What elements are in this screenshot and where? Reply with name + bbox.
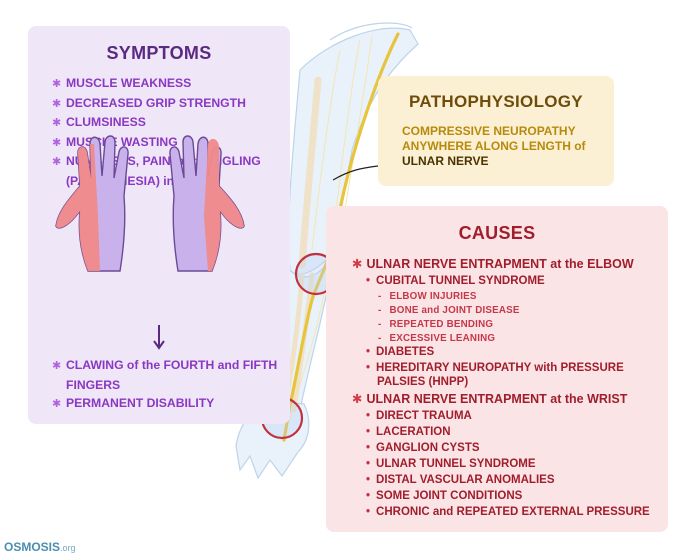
pathophysiology-text: COMPRESSIVE NEUROPATHY ANYWHERE ALONG LE… (402, 124, 602, 169)
list-item: •LACERATION (366, 426, 451, 438)
causes-title: CAUSES (458, 223, 536, 243)
list-item: ✱CLAWING of the FOURTH and FIFTH FINGERS (52, 358, 278, 392)
asterisk-icon: ✱ (352, 257, 363, 271)
list-item: •HEREDITARY NEUROPATHY with PRESSURE (366, 362, 624, 374)
arrow-down-icon (153, 325, 165, 350)
ulnar-nerve-label: ULNAR NERVE (402, 154, 489, 168)
asterisk-icon: ✱ (52, 156, 62, 168)
list-item: ✱MUSCLE WEAKNESS (52, 74, 282, 94)
symptoms-outcome-list: ✱CLAWING of the FOURTH and FIFTH FINGERS… (52, 356, 288, 414)
elbow-heading: ✱ULNAR NERVE ENTRAPMENT at the ELBOW (352, 257, 634, 271)
osmosis-logo[interactable]: OSMOSIS.org (4, 540, 76, 554)
pathophysiology-title: PATHOPHYSIOLOGY (409, 92, 583, 111)
list-item: -ELBOW INJURIES (378, 291, 477, 302)
pathophysiology-panel: PATHOPHYSIOLOGY COMPRESSIVE NEUROPATHY A… (378, 76, 614, 186)
list-item: •CUBITAL TUNNEL SYNDROME (366, 275, 545, 287)
asterisk-icon: ✱ (52, 97, 62, 110)
list-item: ✱PERMANENT DISABILITY (52, 394, 288, 414)
bullet-icon: • (366, 346, 371, 358)
list-item: •GANGLION CYSTS (366, 442, 480, 454)
bullet-icon: • (366, 474, 371, 486)
bullet-icon: • (366, 490, 371, 502)
right-hand-illustration (169, 135, 245, 272)
symptoms-panel: SYMPTOMS ✱MUSCLE WEAKNESS ✱DECREASED GRI… (28, 26, 290, 424)
logo-brand: OSMOSIS (4, 540, 61, 554)
list-item: -REPEATED BENDING (378, 319, 494, 330)
bullet-icon: • (366, 275, 371, 287)
causes-panel: CAUSES ✱ULNAR NERVE ENTRAPMENT at the EL… (326, 206, 668, 532)
list-item-continued: PALSIES (HNPP) (377, 376, 469, 388)
asterisk-icon: ✱ (52, 398, 62, 410)
list-item: -EXCESSIVE LEANING (378, 333, 496, 344)
list-item: •DIABETES (366, 346, 435, 358)
asterisk-icon: ✱ (52, 117, 62, 129)
bullet-icon: • (366, 458, 371, 470)
logo-suffix: .org (60, 543, 76, 553)
left-hand-illustration (55, 135, 129, 272)
wrist-heading: ✱ULNAR NERVE ENTRAPMENT at the WRIST (352, 392, 628, 406)
bullet-icon: • (366, 442, 371, 454)
list-item: ✱CLUMSINESS (52, 113, 282, 133)
asterisk-icon: ✱ (52, 78, 62, 90)
list-item: •DIRECT TRAUMA (366, 410, 472, 422)
list-item: •CHRONIC and REPEATED EXTERNAL PRESSURE (366, 506, 650, 518)
hands-illustration (55, 135, 245, 272)
list-item: •ULNAR TUNNEL SYNDROME (366, 458, 536, 470)
list-item: ✱DECREASED GRIP STRENGTH (52, 94, 282, 114)
bullet-icon: • (366, 426, 371, 438)
bullet-icon: • (366, 506, 371, 518)
list-item: •SOME JOINT CONDITIONS (366, 490, 523, 502)
symptoms-title: SYMPTOMS (106, 43, 212, 63)
list-item: •DISTAL VASCULAR ANOMALIES (366, 474, 555, 486)
asterisk-icon: ✱ (352, 392, 363, 406)
asterisk-icon: ✱ (52, 360, 62, 372)
list-item: -BONE and JOINT DISEASE (378, 305, 520, 316)
bullet-icon: • (366, 362, 371, 374)
asterisk-icon: ✱ (52, 136, 62, 149)
bullet-icon: • (366, 410, 371, 422)
